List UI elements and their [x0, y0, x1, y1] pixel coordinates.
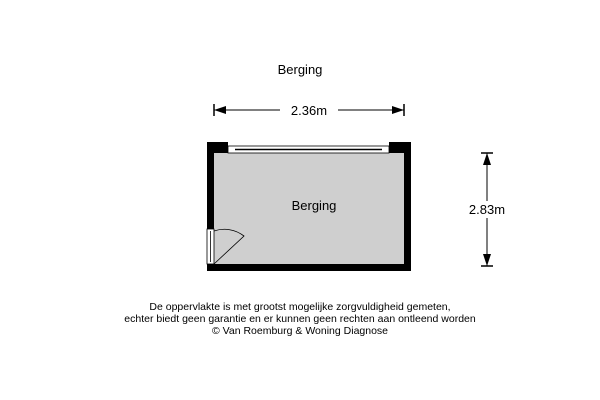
- room-berging: Berging: [206, 142, 411, 271]
- depth-dimension: 2.83m: [460, 152, 516, 267]
- door: [206, 228, 245, 265]
- wall-bottom: [207, 264, 411, 271]
- disclaimer: De oppervlakte is met grootst mogelijke …: [0, 301, 600, 337]
- wall-right: [404, 142, 411, 271]
- width-dimension: 2.36m: [213, 101, 405, 118]
- room-floor: [214, 153, 404, 264]
- disclaimer-line: De oppervlakte is met grootst mogelijke …: [149, 301, 451, 313]
- wall-top-left: [207, 142, 228, 153]
- wall-top-right: [389, 142, 411, 153]
- window: [227, 145, 390, 154]
- copyright-line: © Van Roemburg & Woning Diagnose: [211, 325, 389, 337]
- plan-title: Berging: [277, 62, 323, 77]
- depth-label: 2.83m: [469, 202, 505, 217]
- wall-left: [207, 142, 214, 271]
- disclaimer-line: echter biedt geen garantie en er kunnen …: [124, 313, 476, 325]
- room-label: Berging: [292, 198, 337, 213]
- width-label: 2.36m: [291, 103, 327, 118]
